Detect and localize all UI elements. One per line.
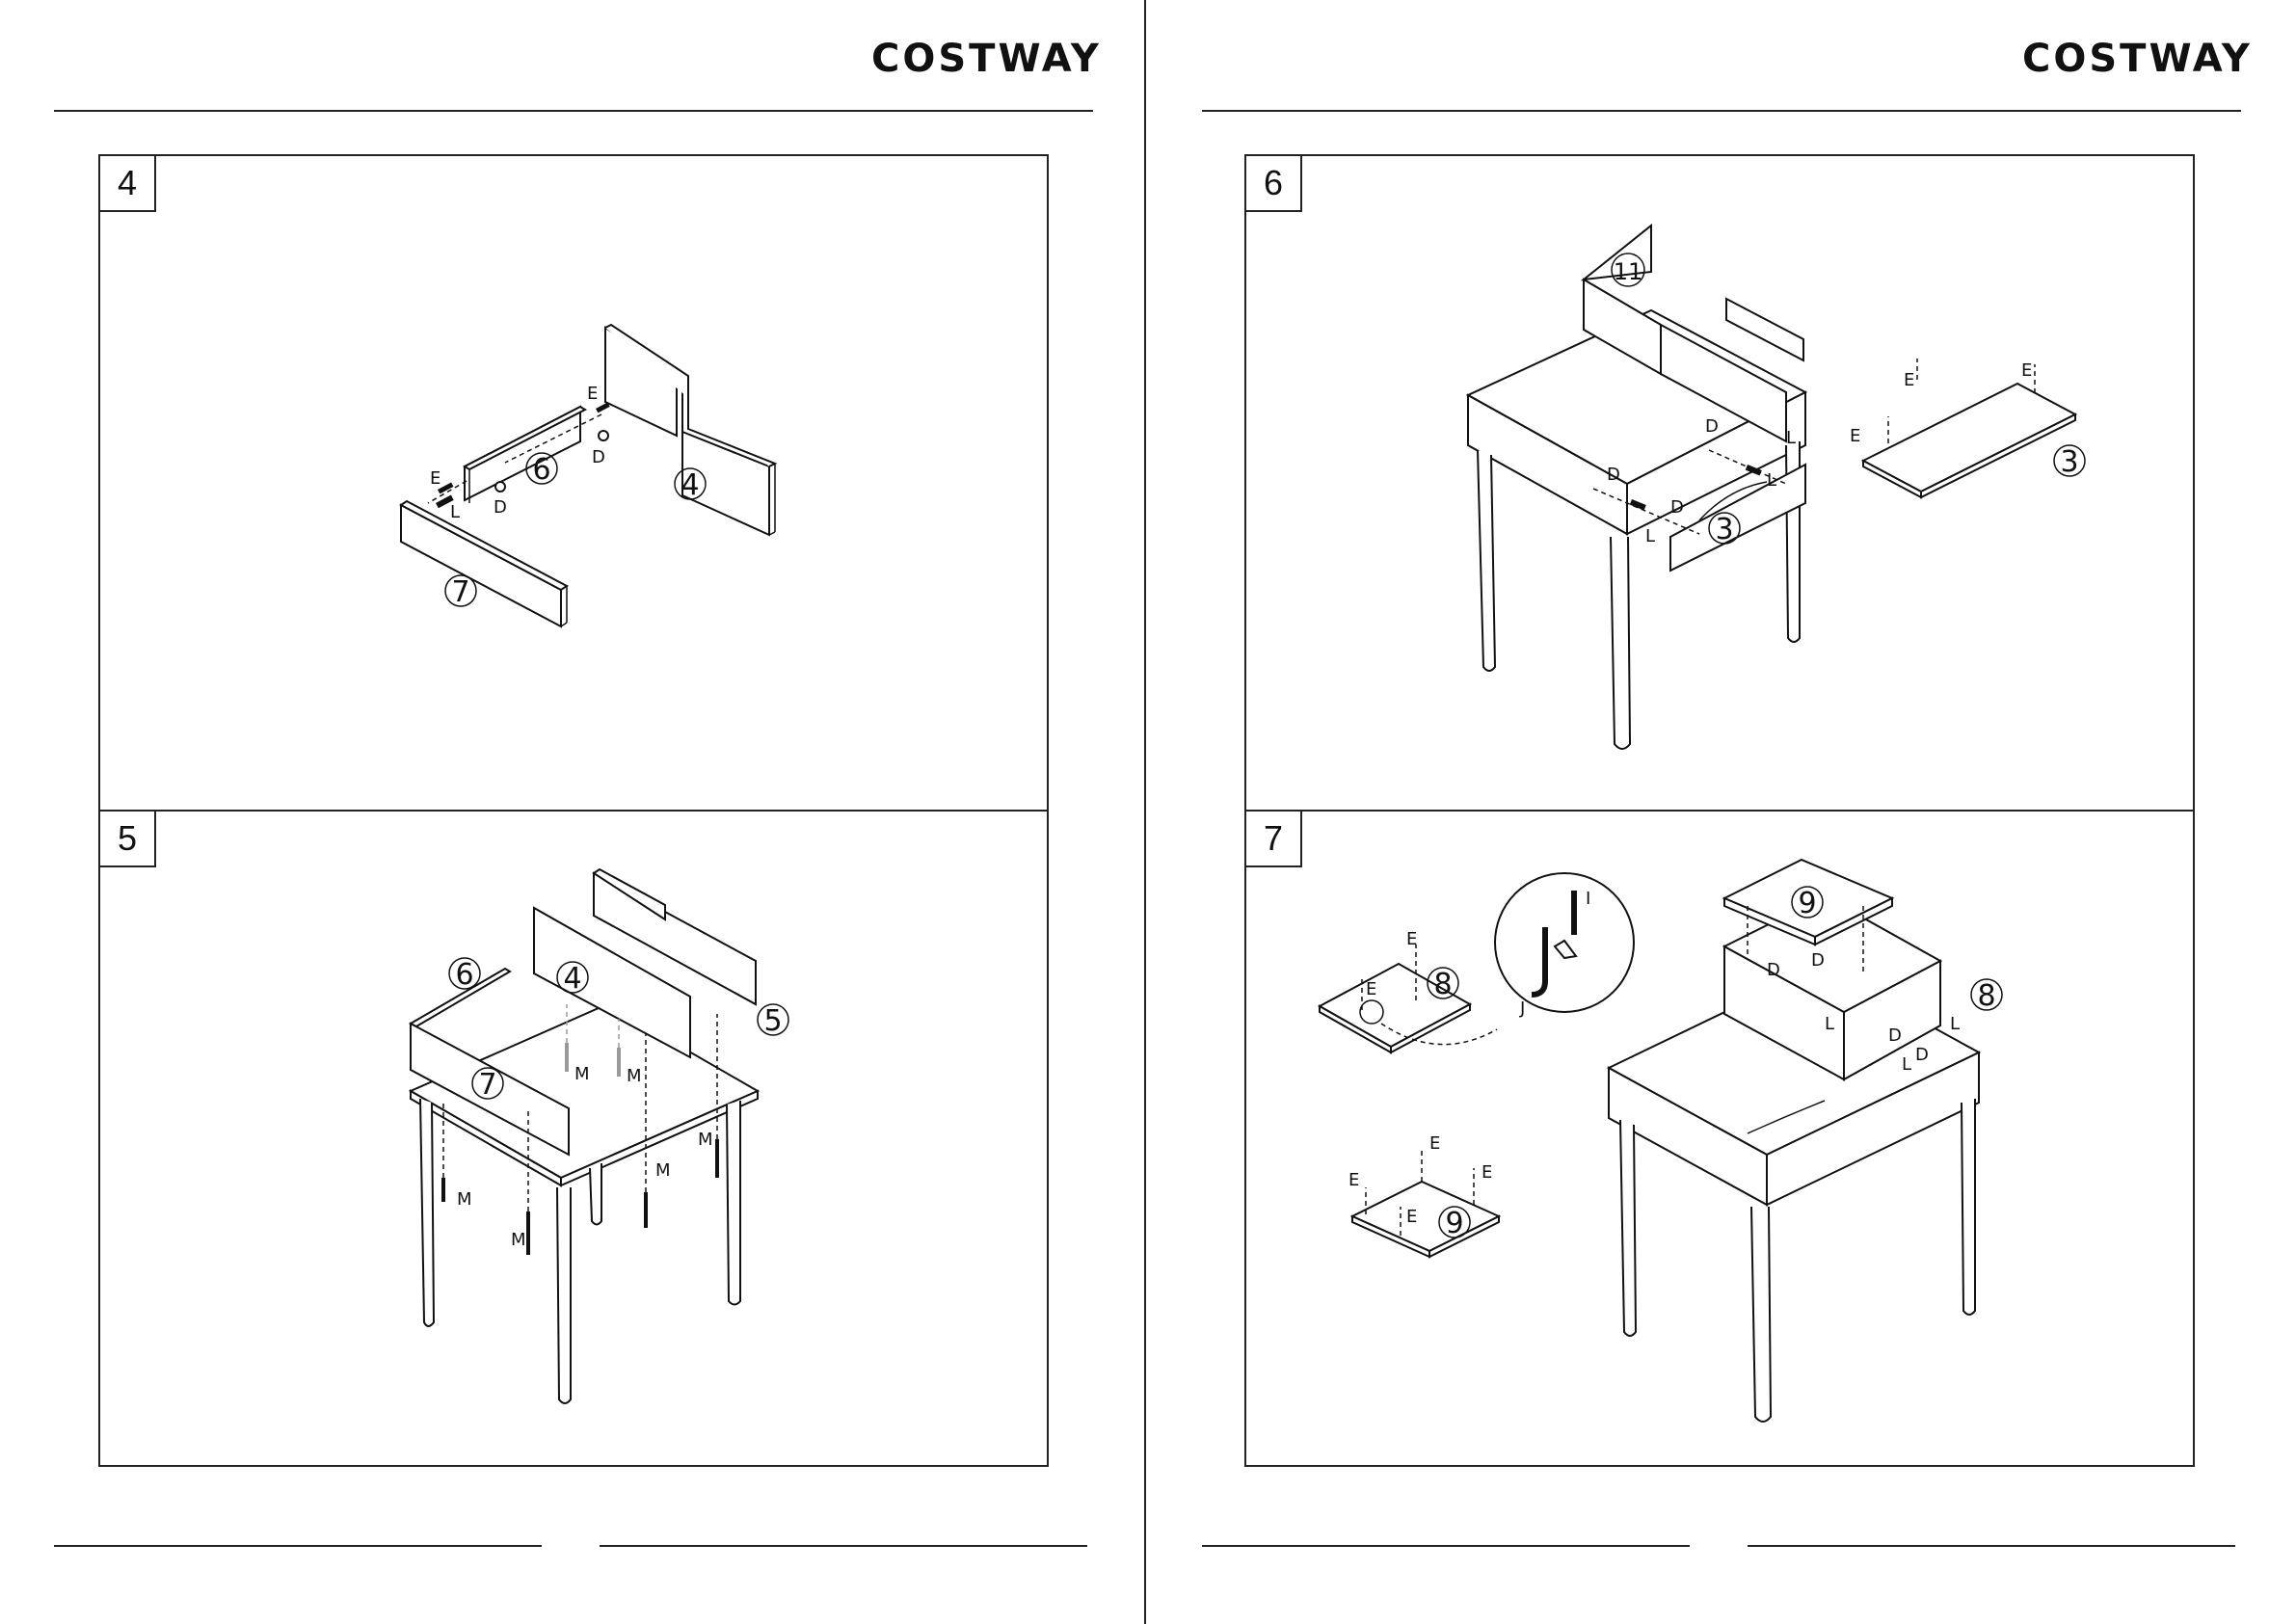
step-7-panel: 7 8 9 D D D L D L [1244,810,2195,1467]
hardware-label: J [1519,998,1525,1019]
hardware-label: E [1406,929,1417,949]
step-6-panel: 6 D D L D L [1244,154,2195,812]
header-rule [1202,110,2241,112]
part-label-9: 9 [1798,887,1816,920]
hardware-label: E [1904,370,1914,390]
hardware-label: M [655,1160,671,1181]
brand-logo: COSTWAY [2022,37,2253,81]
hardware-label: E [1406,1207,1417,1227]
panel-7-drawing [401,501,567,626]
hardware-label: L [1767,470,1776,491]
hardware-label: E [1850,426,1860,446]
part-label-5: 5 [763,1004,782,1038]
hardware-label: L [1902,1054,1911,1075]
footer-rule-left [54,1545,542,1547]
hardware-label: E [587,384,598,404]
part-label-3: 3 [2060,445,2078,479]
part-label-6: 6 [532,453,550,487]
hardware-label: L [1825,1014,1834,1034]
hardware-label: E [1482,1162,1492,1183]
footer-rule-right [600,1545,1087,1547]
hardware-label: D [1915,1045,1929,1065]
hardware-label: E [430,468,441,489]
hardware-label: L [1786,428,1796,448]
hardware-label: D [1670,497,1684,518]
hardware-label: L [450,502,460,522]
hardware-label: M [627,1066,642,1086]
hardware-label: D [592,447,605,467]
hardware-label: M [457,1189,472,1210]
panel-4-drawing [605,325,775,535]
part-label-6: 6 [455,958,473,992]
hardware-label: L [1950,1014,1960,1034]
hardware-label: D [1607,465,1620,485]
hardware-label: I [1586,889,1590,909]
part-label-8: 8 [1433,968,1452,1001]
footer-rule-right [1748,1545,2235,1547]
hardware-label: E [1366,979,1376,999]
part-label-7: 7 [478,1068,496,1102]
part-label-3: 3 [1715,513,1733,546]
hardware-label: M [698,1130,713,1150]
brand-logo: COSTWAY [871,37,1102,81]
hardware-label: D [494,497,507,518]
part-label-8: 8 [1977,979,1995,1013]
hardware-label: D [1811,950,1825,971]
header-rule [54,110,1093,112]
step-6-illustration: D D L D L L 11 3 E E E 3 [1246,156,2197,813]
hardware-label: E [2021,360,2032,381]
step-5-illustration: M M M M M M 6 4 5 7 [100,812,1051,1469]
hardware-label: D [1767,960,1780,980]
part-label-4: 4 [563,962,581,996]
panel-6-drawing [465,407,585,503]
part-label-4: 4 [681,468,699,502]
hardware-label: D [1705,416,1719,437]
hardware-label: M [574,1064,590,1084]
hardware-label: L [1645,526,1655,546]
hardware-label: M [511,1230,526,1250]
step-4-illustration: E D E L D 6 4 7 [100,156,1051,813]
hardware-label: E [1429,1133,1440,1154]
hardware-label: D [1888,1025,1902,1046]
step-4-panel: 4 [98,154,1049,812]
left-page: COSTWAY 4 [0,0,1146,1624]
part-label-11: 11 [1614,258,1643,285]
right-page: COSTWAY 6 D D L [1148,0,2294,1624]
part-label-9: 9 [1445,1207,1463,1240]
part-label-7: 7 [451,575,469,609]
hardware-label: E [1348,1170,1359,1190]
step-7-illustration: 8 9 D D D L D L L E E 8 [1246,812,2197,1469]
step-5-panel: 5 [98,810,1049,1467]
footer-rule-left [1202,1545,1690,1547]
